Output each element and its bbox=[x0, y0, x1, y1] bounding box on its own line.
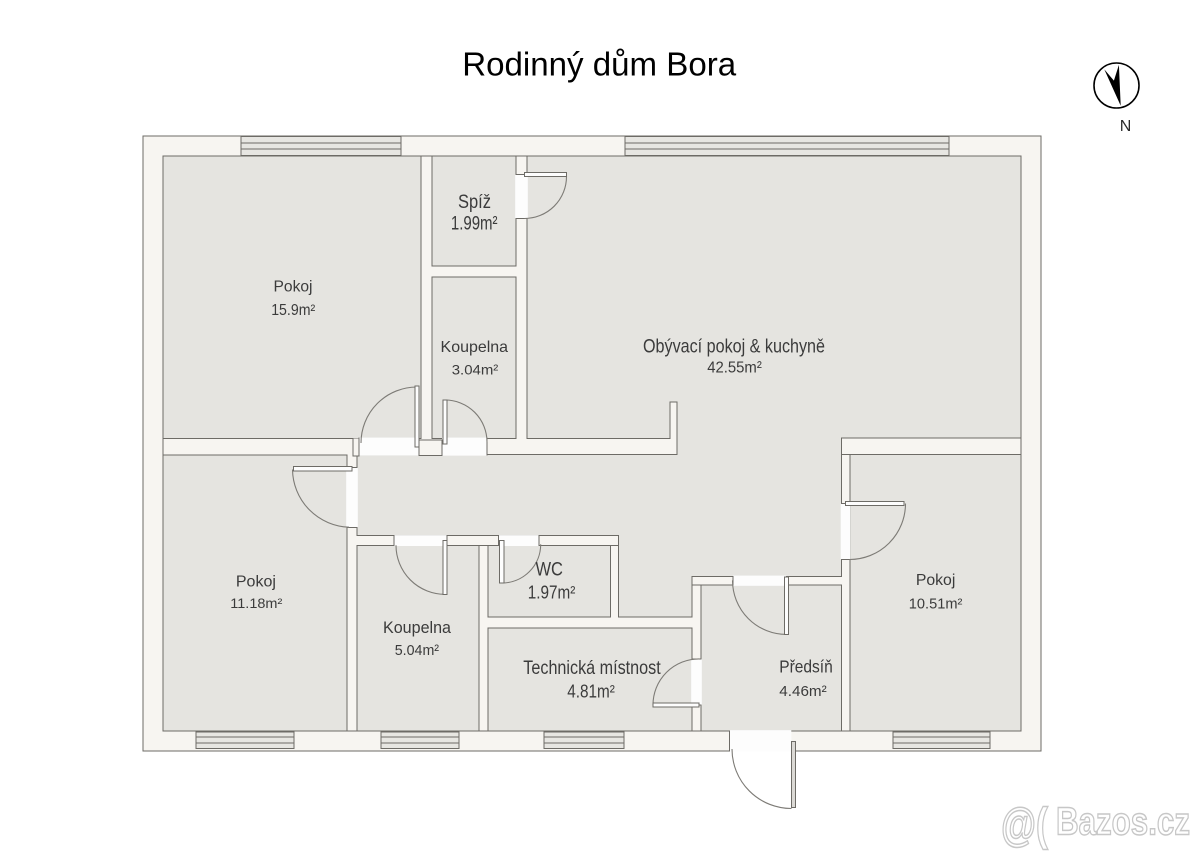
svg-text:Koupelna: Koupelna bbox=[441, 338, 509, 356]
svg-text:Koupelna: Koupelna bbox=[383, 619, 452, 637]
svg-text:11.18m²: 11.18m² bbox=[230, 596, 283, 611]
svg-text:@(: @( bbox=[1001, 798, 1049, 850]
svg-text:Obývací pokoj & kuchyně: Obývací pokoj & kuchyně bbox=[643, 336, 825, 358]
svg-text:1.97m²: 1.97m² bbox=[528, 583, 576, 603]
svg-text:Pokoj: Pokoj bbox=[916, 572, 956, 589]
svg-text:Bazos.cz: Bazos.cz bbox=[1056, 801, 1190, 844]
svg-text:4.81m²: 4.81m² bbox=[567, 681, 615, 701]
svg-text:15.9m²: 15.9m² bbox=[271, 302, 315, 319]
svg-text:N: N bbox=[1120, 118, 1132, 135]
svg-text:5.04m²: 5.04m² bbox=[395, 642, 439, 659]
svg-text:42.55m²: 42.55m² bbox=[707, 360, 762, 377]
svg-text:3.04m²: 3.04m² bbox=[452, 362, 499, 378]
svg-text:Pokoj: Pokoj bbox=[274, 279, 313, 296]
svg-text:Technická místnost: Technická místnost bbox=[523, 657, 661, 679]
svg-text:1.99m²: 1.99m² bbox=[451, 213, 498, 234]
svg-text:4.46m²: 4.46m² bbox=[779, 683, 826, 700]
svg-text:Spíž: Spíž bbox=[458, 191, 491, 213]
svg-text:Předsíň: Předsíň bbox=[779, 656, 833, 676]
svg-text:10.51m²: 10.51m² bbox=[909, 596, 963, 612]
svg-text:WC: WC bbox=[535, 559, 563, 580]
svg-text:Rodinný dům Bora: Rodinný dům Bora bbox=[462, 46, 736, 83]
svg-text:Pokoj: Pokoj bbox=[236, 574, 276, 591]
